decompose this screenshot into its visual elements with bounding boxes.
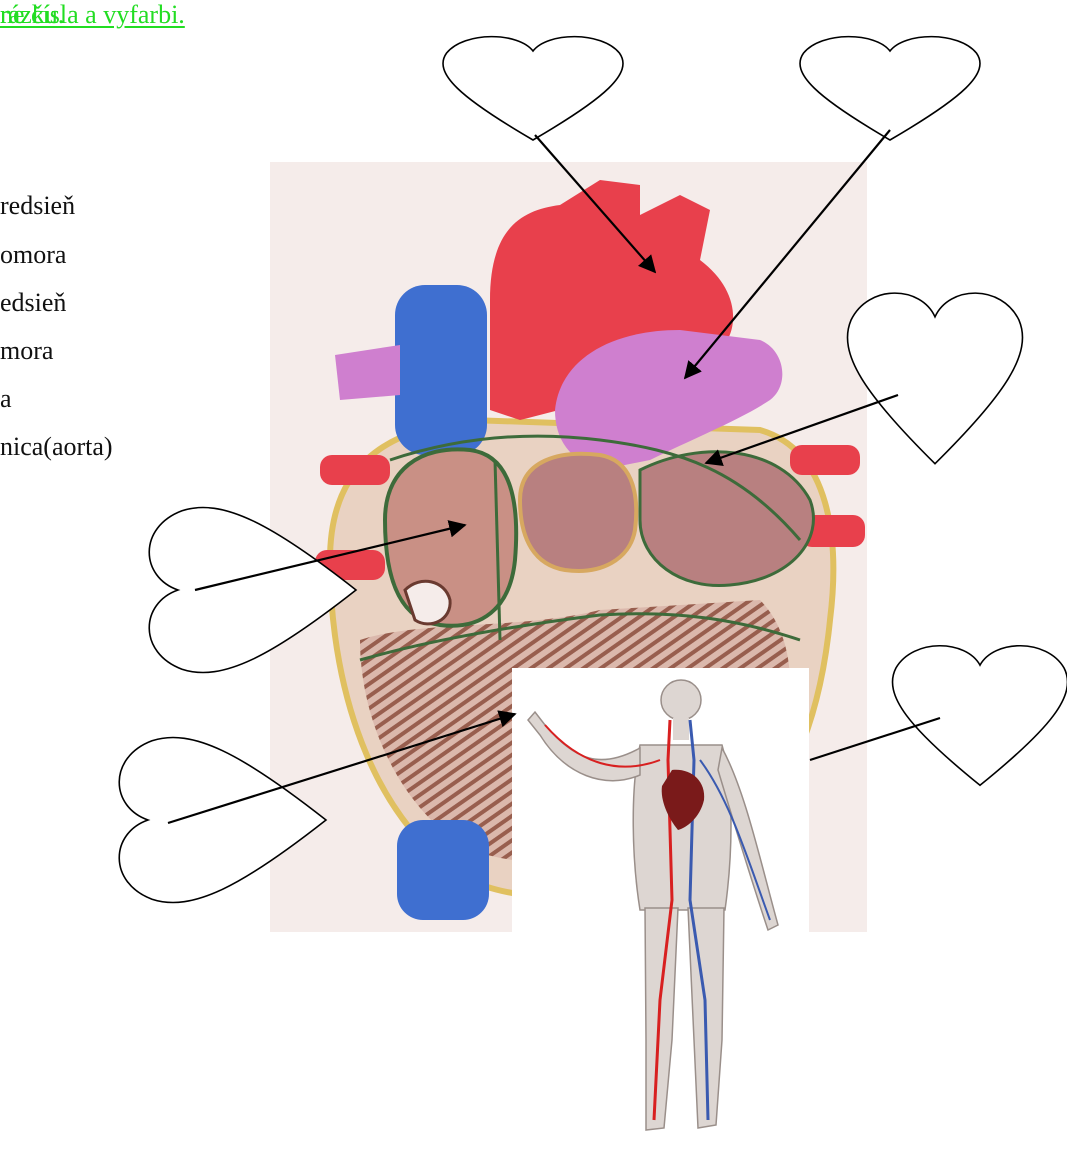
- heart-outline-icon[interactable]: [848, 293, 1023, 464]
- tricuspid-valve: [520, 454, 636, 571]
- heart-outline-icon[interactable]: [893, 646, 1067, 786]
- heart-outline-icon[interactable]: [800, 37, 980, 140]
- pulmonary-vein-left-upper: [320, 455, 390, 485]
- superior-vena-cava: [395, 285, 487, 455]
- inferior-vena-cava: [397, 820, 489, 920]
- circulatory-system-figure: [512, 668, 809, 1157]
- figure-neck: [673, 718, 689, 740]
- pulmonary-vein-right-upper: [790, 445, 860, 475]
- figure-head: [661, 680, 701, 720]
- left-atrium: [640, 452, 813, 586]
- heart-outline-icon[interactable]: [443, 37, 623, 140]
